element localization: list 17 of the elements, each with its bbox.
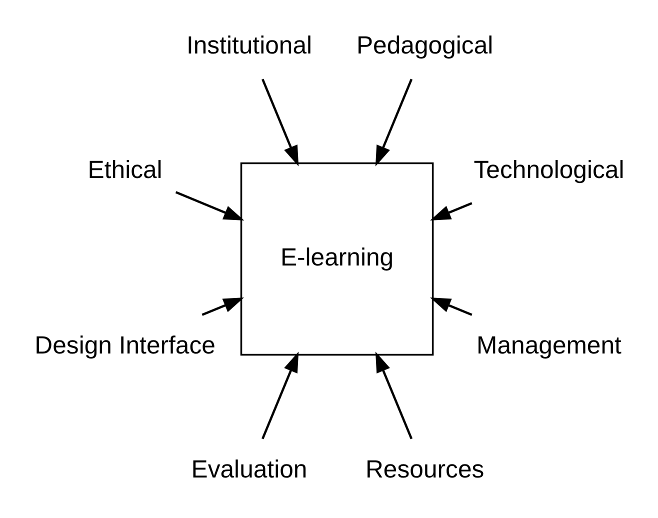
- arrow: [261, 78, 298, 166]
- arrow: [430, 298, 472, 316]
- arrow: [201, 298, 244, 316]
- node-text: Institutional: [186, 32, 312, 60]
- arrow: [261, 352, 298, 440]
- arrow: [374, 352, 412, 440]
- node-text: Technological: [473, 156, 624, 184]
- arrow: [430, 202, 472, 220]
- node-text: Resources: [365, 456, 484, 484]
- node-box: E-learning: [240, 162, 434, 356]
- node-text: Evaluation: [190, 456, 307, 484]
- arrow: [374, 78, 412, 166]
- node-text: Pedagogical: [356, 32, 493, 60]
- arrow: [174, 191, 244, 221]
- node-text: Design Interface: [34, 332, 215, 360]
- node-text: Ethical: [87, 156, 162, 184]
- node-text: Management: [476, 332, 621, 360]
